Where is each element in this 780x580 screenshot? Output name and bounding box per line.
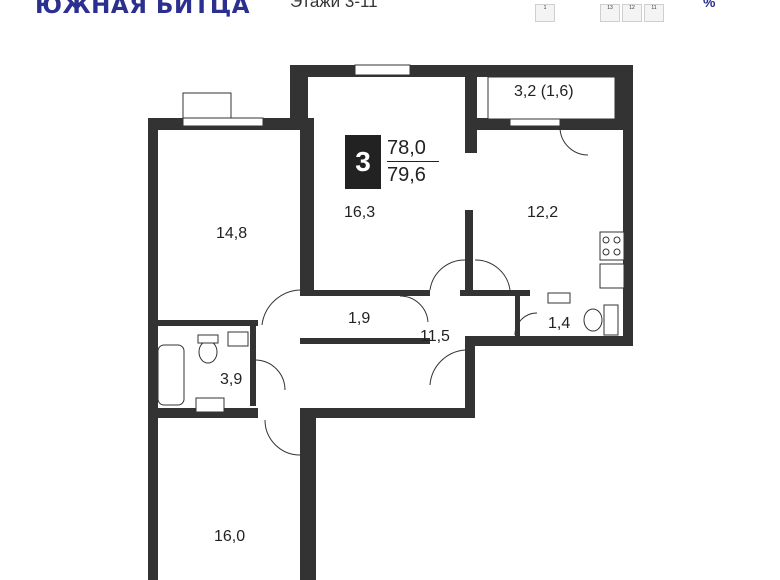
sink-bathroom-icon — [227, 331, 249, 347]
mini-section-label: 11 — [651, 5, 657, 11]
wall-living-left — [300, 118, 314, 293]
door-living — [429, 259, 466, 291]
door-hall — [429, 349, 466, 386]
fixtures — [157, 231, 625, 413]
mini-section-label: 13 — [607, 5, 613, 11]
wall-top — [290, 65, 633, 77]
wall-hall-bottom — [300, 408, 475, 418]
total-area-with-balcony: 79,6 — [387, 164, 426, 186]
brand-logo-text: ЮЖНАЯ БИТЦА — [35, 0, 251, 19]
room-area-balcony: 3,2 (1,6) — [514, 83, 574, 100]
windows — [182, 64, 616, 127]
wall-kitchen-bottom-inner — [460, 290, 530, 296]
room-area-living: 16,3 — [344, 204, 375, 221]
window-living — [354, 64, 411, 76]
wall-kitchen-bottom — [465, 336, 633, 346]
room-area-storage: 1,9 — [348, 310, 370, 327]
mini-section-label: 12 — [629, 5, 635, 11]
wall-right — [623, 118, 633, 346]
burner-icon — [602, 236, 610, 244]
washbasin-icon — [195, 397, 225, 413]
mini-section-13: 13 — [600, 4, 620, 22]
sink-wc-icon — [547, 292, 571, 304]
door-bedroom2 — [264, 419, 301, 456]
wall-hall-right — [465, 336, 475, 416]
window-bedroom-vent — [182, 92, 232, 119]
room-area-kitchen: 12,2 — [527, 204, 558, 221]
toilet-wc-tank-icon — [603, 304, 619, 336]
room-area-bedroom-top-left: 14,8 — [216, 225, 247, 242]
wall-kitchen-left — [465, 210, 473, 295]
kitchen-sink-icon — [599, 263, 625, 289]
compass-icon: % — [703, 0, 716, 10]
wall-bathroom-right — [250, 326, 256, 406]
floors-label: Этажи 3-11 — [290, 0, 378, 11]
wall-bedroom1-bottom — [148, 320, 258, 326]
wall-wc-left — [515, 290, 520, 340]
rooms-count: 3 — [345, 135, 381, 189]
room-area-bathroom: 3,9 — [220, 371, 242, 388]
area-divider — [387, 161, 439, 162]
stove-icon — [599, 231, 625, 261]
mini-section-12: 12 — [622, 4, 642, 22]
burner-icon — [613, 236, 621, 244]
wall-living-kitchen-top — [465, 65, 477, 153]
mini-section-label: 1 — [543, 5, 547, 11]
wall-storage-bottom — [300, 338, 430, 344]
wall-bathroom-bottom — [148, 408, 258, 418]
wall-top-left-pillar — [290, 65, 308, 130]
window-bedroom — [182, 117, 264, 127]
burner-icon — [602, 248, 610, 256]
room-area-wc: 1,4 — [548, 315, 570, 332]
room-area-hall: 11,5 — [420, 328, 450, 345]
room-area-bedroom-bottom: 16,0 — [214, 528, 245, 545]
wall-bedroom-bottom-right — [300, 418, 316, 580]
toilet-wc-icon — [583, 308, 603, 332]
door-bathroom — [255, 359, 286, 391]
door-storage — [399, 295, 429, 323]
balcony-area — [487, 76, 616, 120]
door-balcony — [559, 127, 589, 156]
mini-section-11: 11 — [644, 4, 664, 22]
toilet-icon — [198, 340, 218, 364]
door-kitchen — [474, 259, 511, 291]
toilet-tank-icon — [197, 334, 219, 344]
walls — [148, 65, 633, 580]
apartment-area-badge: 3 78,0 79,6 — [345, 135, 439, 189]
door-wc — [514, 312, 538, 336]
total-area: 78,0 — [387, 137, 426, 159]
mini-section-1: 1 — [535, 4, 555, 22]
wall-left — [148, 118, 158, 580]
wall-living-bottom — [300, 290, 430, 296]
building-mini-plan: 1 13 12 11 — [530, 0, 670, 24]
door-swings — [255, 127, 589, 456]
bathtub-icon — [157, 344, 185, 406]
burner-icon — [613, 248, 621, 256]
area-values: 78,0 79,6 — [387, 135, 439, 189]
wall-balcony-right — [615, 65, 633, 125]
door-bedroom1 — [261, 289, 301, 326]
